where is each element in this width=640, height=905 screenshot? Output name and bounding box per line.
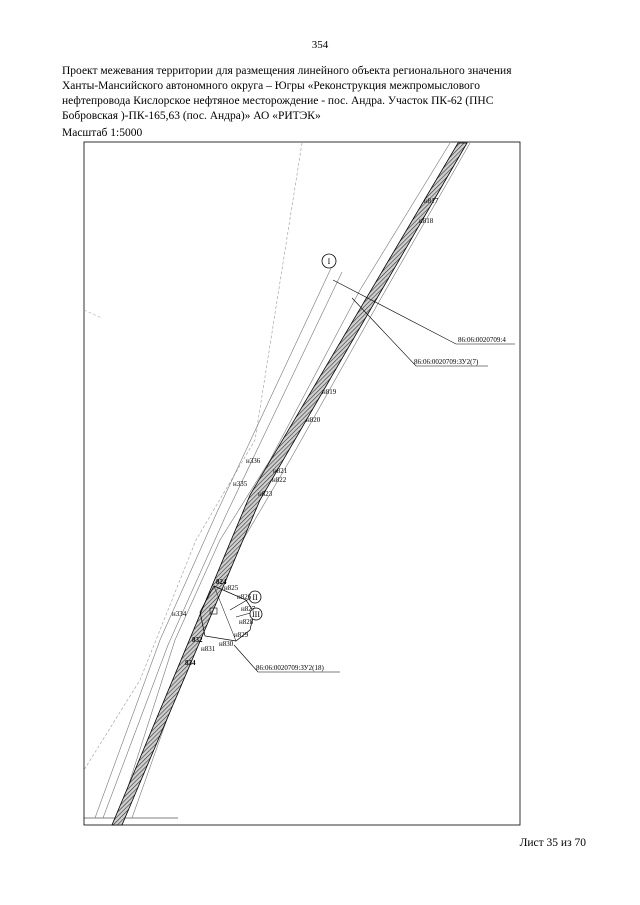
point-label: н826 <box>237 593 252 601</box>
document-title: Проект межевания территории для размещен… <box>62 64 592 124</box>
page-number: 354 <box>311 39 329 51</box>
title-line: Ханты-Мансийского автономного округа – Ю… <box>62 80 480 92</box>
point-label: н819 <box>322 388 337 396</box>
point-label: н817 <box>424 197 439 205</box>
point-label: н334 <box>172 610 187 618</box>
point-label: н822 <box>272 476 287 484</box>
sheet-number: Лист 35 из 70 <box>519 837 586 849</box>
point-label: н820 <box>306 416 321 424</box>
boundary-line <box>83 142 303 771</box>
parcel-polygon <box>199 585 255 642</box>
point-label: н828 <box>239 618 254 626</box>
parcel-label: 86:06:0020709:4 <box>458 336 506 344</box>
point-label: н825 <box>224 584 239 592</box>
boundary-line <box>83 309 103 319</box>
map-frame <box>83 141 521 826</box>
title-line: Проект межевания территории для размещен… <box>62 65 512 77</box>
parcel-label: 86:06:0020709:ЗУ2(18) <box>256 664 324 672</box>
marker-3: III <box>249 607 263 621</box>
point-label: н818 <box>419 217 434 225</box>
marker-2: II <box>248 590 262 604</box>
point-label: 824 <box>216 578 227 586</box>
point-label: н336 <box>246 457 261 465</box>
parcel-label: 86:06:0020709:ЗУ2(7) <box>414 358 479 366</box>
point-label: н335 <box>233 480 248 488</box>
svg-text:II: II <box>252 593 258 602</box>
point-label: н831 <box>201 645 216 653</box>
point-label: н823 <box>258 490 273 498</box>
point-label: н827 <box>241 605 256 613</box>
point-label: 832 <box>192 636 203 644</box>
pipeline-strip <box>111 142 468 826</box>
parcel-line <box>213 585 237 642</box>
svg-text:III: III <box>252 610 260 619</box>
svg-text:I: I <box>328 257 331 266</box>
point-label: 834 <box>185 659 196 667</box>
marker-1: I <box>321 253 337 269</box>
map-scale: Масштаб 1:5000 <box>62 127 143 139</box>
point-label: н830 <box>219 640 234 648</box>
point-label: н821 <box>273 467 288 475</box>
title-line: нефтепровода Кислорское нефтяное месторо… <box>62 95 494 107</box>
title-line: Бобровская )-ПК-165,63 (пос. Андра)» АО … <box>62 110 321 122</box>
parcel-marker <box>209 607 218 615</box>
point-label: н829 <box>234 631 249 639</box>
